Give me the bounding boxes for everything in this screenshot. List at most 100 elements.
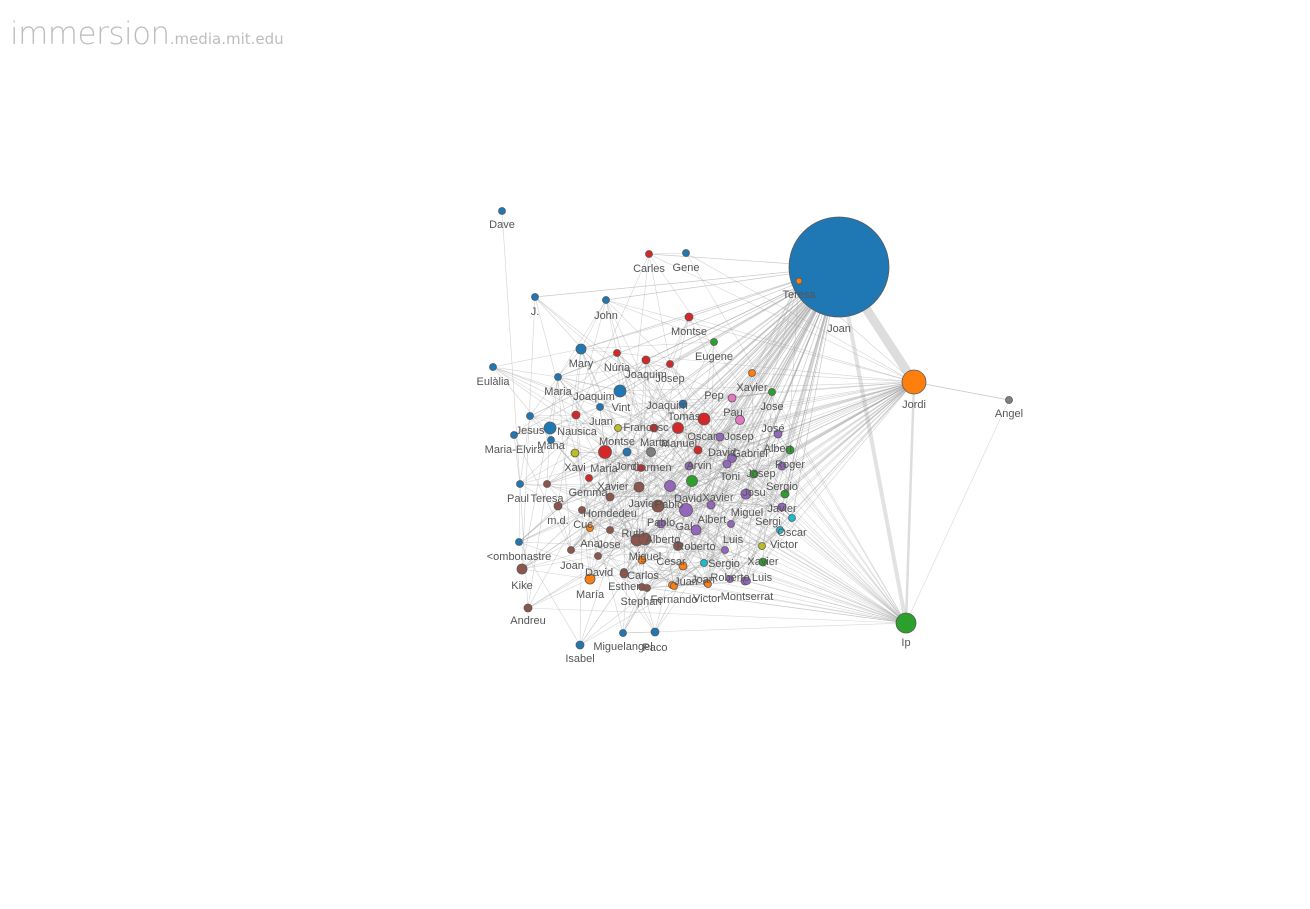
contact-node[interactable] [606,526,614,534]
contact-node[interactable] [596,403,604,411]
contact-node[interactable] [780,489,790,499]
contact-node[interactable] [489,363,497,371]
contact-node[interactable] [727,520,735,528]
contact-node[interactable] [700,559,708,567]
edge [575,348,582,416]
contact-node[interactable] [637,464,645,472]
contact-node[interactable] [693,445,703,455]
edge-joan-ip [837,266,908,624]
contact-node[interactable] [641,355,651,365]
contact-node[interactable] [638,532,652,546]
contact-node[interactable] [670,582,678,590]
contact-node[interactable] [748,369,756,377]
contact-node[interactable] [788,514,796,522]
contact-node[interactable] [664,480,676,492]
contact-node[interactable] [727,453,737,463]
node-joan[interactable] [788,216,890,318]
contact-node[interactable] [650,627,660,637]
contact-node[interactable] [531,293,539,301]
contact-node[interactable] [598,445,612,459]
contact-node[interactable] [510,431,518,439]
contact-node[interactable] [721,546,729,554]
contact-node[interactable] [516,480,524,488]
contact-node[interactable] [740,488,752,500]
contact-node[interactable] [622,447,632,457]
contact-node[interactable] [584,573,596,585]
contact-node[interactable] [651,499,665,513]
contact-node[interactable] [633,481,645,493]
contact-node[interactable] [570,448,580,458]
contact-node[interactable] [586,524,594,532]
contact-node[interactable] [735,415,745,425]
contact-node[interactable] [697,412,711,426]
contact-node[interactable] [578,506,586,514]
contact-node[interactable] [722,459,732,469]
contact-node[interactable] [643,584,651,592]
contact-node[interactable] [516,563,528,575]
immersion-logo[interactable]: immersion.media.mit.edu [10,16,284,52]
contact-node[interactable] [706,500,716,510]
contact-node[interactable] [726,575,734,583]
contact-node[interactable] [678,561,688,571]
edge [695,436,721,531]
contact-node[interactable] [673,541,683,551]
contact-node[interactable] [749,469,759,479]
contact-node[interactable] [649,423,659,433]
edge [604,451,646,540]
contact-node[interactable] [710,338,718,346]
contact-node[interactable] [619,569,629,579]
contact-node[interactable] [571,410,581,420]
contact-node[interactable] [666,360,674,368]
node-angel[interactable] [1005,396,1013,404]
contact-node[interactable] [594,552,602,560]
contact-node[interactable] [704,580,712,588]
contact-node[interactable] [613,349,621,357]
contact-node[interactable] [553,501,563,511]
contact-node[interactable] [614,424,622,432]
contact-node[interactable] [758,542,766,550]
contact-node[interactable] [768,388,776,396]
contact-node[interactable] [758,557,768,567]
contact-node[interactable] [526,412,534,420]
contact-node[interactable] [523,603,533,613]
contact-node[interactable] [543,421,557,435]
contact-node[interactable] [585,474,593,482]
contact-node[interactable] [684,461,694,471]
node-ip[interactable] [895,612,917,634]
contact-node[interactable] [795,277,803,285]
contact-node[interactable] [773,429,783,439]
contact-node[interactable] [682,249,690,257]
contact-node[interactable] [543,480,551,488]
contact-node[interactable] [646,447,656,457]
contact-node[interactable] [575,640,585,650]
contact-node[interactable] [684,312,694,322]
contact-node[interactable] [515,538,523,546]
contact-node[interactable] [715,432,725,442]
contact-node[interactable] [743,577,751,585]
contact-node[interactable] [656,519,666,529]
contact-node[interactable] [690,524,702,536]
contact-node[interactable] [672,422,684,434]
contact-node[interactable] [678,399,688,409]
contact-node[interactable] [686,475,698,487]
contact-node[interactable] [613,384,627,398]
contact-node[interactable] [554,373,562,381]
contact-node[interactable] [645,250,653,258]
contact-node[interactable] [777,461,787,471]
node-jordi[interactable] [901,369,927,395]
contact-node[interactable] [727,393,737,403]
contact-node[interactable] [605,492,615,502]
contact-node[interactable] [567,546,575,554]
contact-node[interactable] [547,436,555,444]
contact-node[interactable] [575,343,587,355]
contact-node[interactable] [776,526,784,534]
edge [669,485,712,506]
contact-node[interactable] [637,555,647,565]
contact-node[interactable] [785,445,795,455]
contact-node[interactable] [619,629,627,637]
contact-node[interactable] [777,502,787,512]
contact-node[interactable] [679,503,693,517]
contact-node[interactable] [498,207,506,215]
contact-node[interactable] [602,296,610,304]
